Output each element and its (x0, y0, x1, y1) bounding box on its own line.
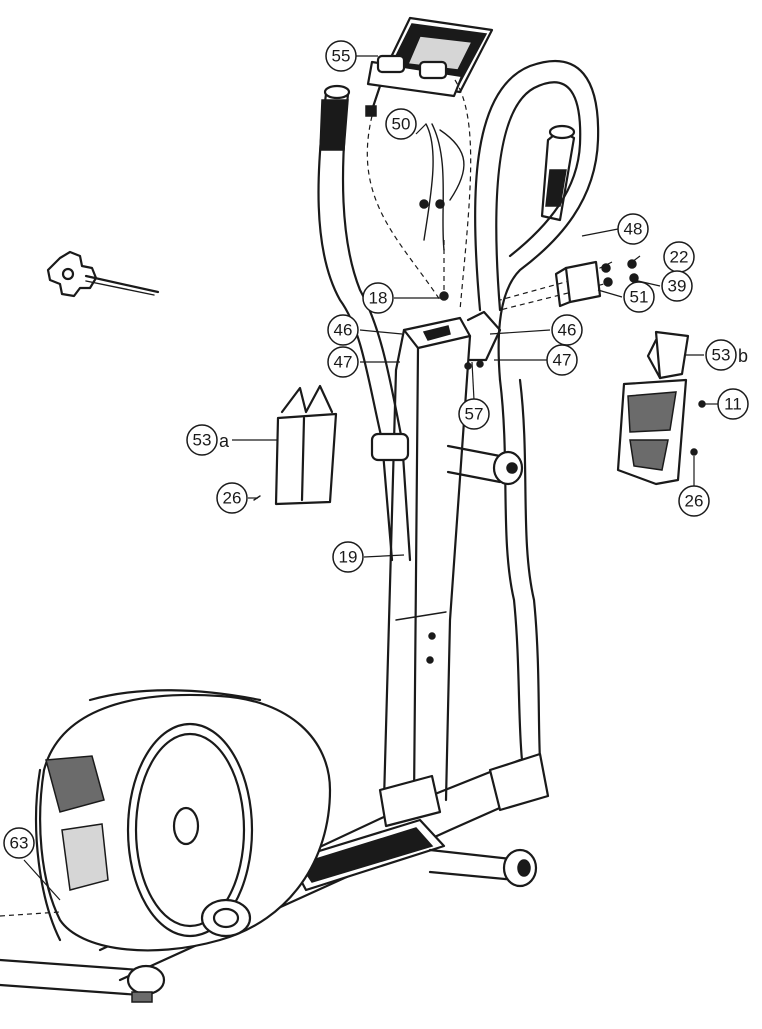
svg-text:47: 47 (334, 353, 353, 372)
callout-39: 39 (661, 270, 693, 302)
svg-text:47: 47 (553, 351, 572, 370)
handlebar-bracket (554, 259, 639, 308)
callout-53b: 53 b (705, 339, 748, 371)
allen-wrench-tool (46, 250, 160, 298)
callout-26-left: 26 (216, 482, 248, 514)
svg-text:50: 50 (392, 115, 411, 134)
callout-50: 50 (385, 108, 417, 140)
callout-46-right: 46 (551, 314, 583, 346)
svg-text:26: 26 (223, 489, 242, 508)
callout-63: 63 (3, 827, 35, 859)
svg-text:57: 57 (465, 405, 484, 424)
callout-18: 18 (362, 282, 394, 314)
svg-text:48: 48 (624, 220, 643, 239)
svg-text:63: 63 (10, 834, 29, 853)
callout-22: 22 (663, 241, 695, 273)
svg-text:51: 51 (630, 288, 649, 307)
cover-53b (616, 330, 706, 486)
svg-text:39: 39 (668, 277, 687, 296)
callout-46-left: 46 (327, 314, 359, 346)
callout-55: 55 (325, 40, 357, 72)
svg-text:53: 53 (712, 346, 731, 365)
svg-text:19: 19 (339, 548, 358, 567)
svg-text:22: 22 (670, 248, 689, 267)
leader-lines (23, 55, 718, 901)
flywheel-housing (0, 689, 332, 952)
callout-47-left: 47 (327, 346, 359, 378)
svg-text:46: 46 (558, 321, 577, 340)
base-frame (0, 752, 550, 1003)
part-callouts: 55 50 48 22 39 51 18 46 (3, 40, 749, 859)
callout-26-right: 26 (678, 485, 710, 517)
svg-text:26: 26 (685, 492, 704, 511)
right-handlebar (473, 60, 600, 762)
svg-text:a: a (219, 431, 230, 451)
svg-text:55: 55 (332, 47, 351, 66)
console-display (365, 16, 494, 117)
svg-text:18: 18 (369, 289, 388, 308)
callout-11: 11 (717, 388, 749, 420)
wiring (366, 79, 613, 311)
pivot-axle (370, 432, 524, 486)
callout-57: 57 (458, 398, 490, 430)
svg-text:11: 11 (724, 395, 742, 414)
callout-51: 51 (623, 281, 655, 313)
callout-48: 48 (617, 213, 649, 245)
svg-text:53: 53 (193, 431, 212, 450)
svg-text:b: b (738, 346, 748, 366)
cover-53a (253, 384, 338, 506)
callout-19: 19 (332, 541, 364, 573)
callout-47-right: 47 (546, 344, 578, 376)
callout-53a: 53 a (186, 424, 230, 456)
svg-text:46: 46 (334, 321, 353, 340)
upright-post (382, 310, 502, 802)
